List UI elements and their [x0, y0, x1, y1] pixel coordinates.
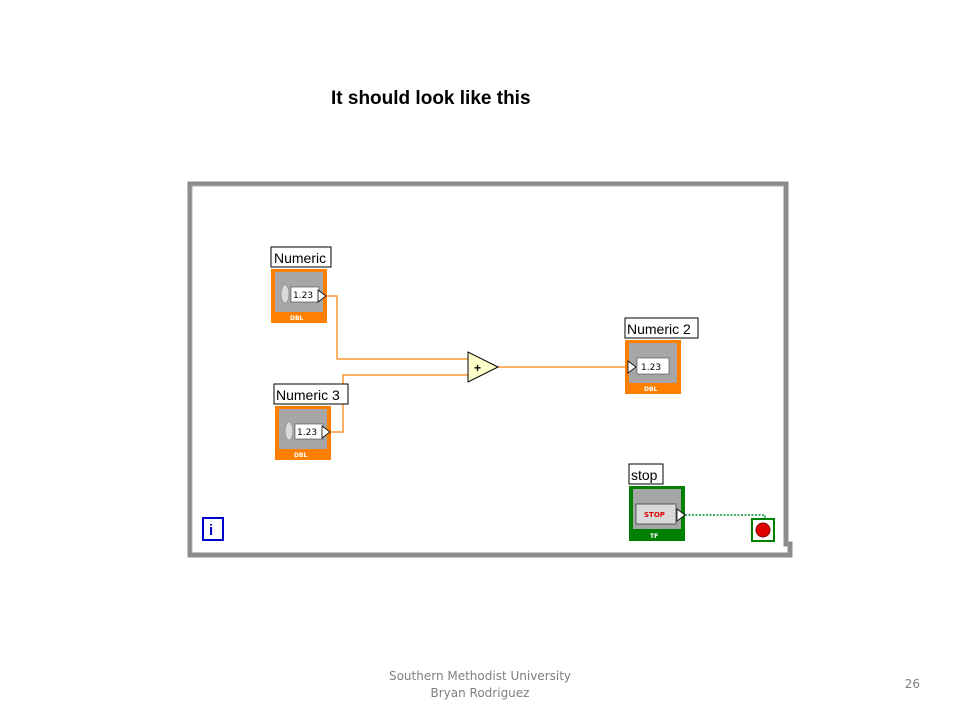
numeric-2-label: Numeric 2 — [627, 321, 691, 337]
iteration-terminal: i — [202, 517, 224, 541]
numeric-value: 1.23 — [293, 291, 313, 301]
stop-sign-icon — [755, 522, 771, 538]
increment-arrows-icon — [280, 284, 290, 304]
add-triangle-icon — [467, 351, 500, 383]
stop-label-box — [628, 463, 664, 485]
numeric-2-indicator[interactable]: Numeric 2 1.23 DBL — [624, 317, 699, 394]
footer-university: Southern Methodist University — [388, 669, 572, 683]
add-function[interactable]: + — [467, 351, 500, 383]
output-arrow-icon — [321, 425, 331, 439]
numeric-3-label-box — [273, 383, 349, 405]
wire-numeric-to-add — [326, 295, 469, 360]
numeric-3-value: 1.23 — [297, 428, 317, 438]
output-arrow-icon — [676, 508, 686, 522]
increment-arrows-icon — [284, 421, 294, 441]
numeric-3-control[interactable]: Numeric 3 1.23 DBL — [273, 383, 349, 460]
numeric-control[interactable]: Numeric 1.23 DBL — [270, 246, 332, 323]
stop-button-control[interactable]: stop STOP TF — [628, 463, 686, 541]
numeric-label: Numeric — [274, 250, 326, 266]
footer-author: Bryan Rodriguez — [430, 686, 530, 700]
tf-type-tag: TF — [650, 533, 658, 540]
slide-footer: Southern Methodist University Bryan Rodr… — [330, 668, 630, 702]
input-arrow-icon — [627, 360, 637, 374]
page-number: 26 — [904, 677, 920, 691]
iteration-symbol: i — [209, 522, 213, 539]
conditional-terminal[interactable] — [751, 518, 775, 542]
numeric-2-label-box — [624, 317, 699, 339]
stop-label: stop — [631, 467, 658, 483]
output-arrow-icon — [317, 289, 327, 303]
numeric-2-value: 1.23 — [641, 363, 661, 373]
dbl-type-tag: DBL — [644, 386, 658, 393]
wire-numeric3-to-add — [330, 374, 469, 433]
dbl-type-tag: DBL — [294, 452, 308, 459]
stop-button-text: STOP — [644, 511, 665, 519]
add-symbol: + — [474, 361, 481, 375]
slide-title: It should look like this — [331, 88, 531, 109]
numeric-3-label: Numeric 3 — [276, 387, 340, 403]
numeric-label-box — [270, 246, 332, 268]
dbl-type-tag: DBL — [290, 315, 304, 322]
while-loop-structure[interactable] — [187, 181, 793, 558]
